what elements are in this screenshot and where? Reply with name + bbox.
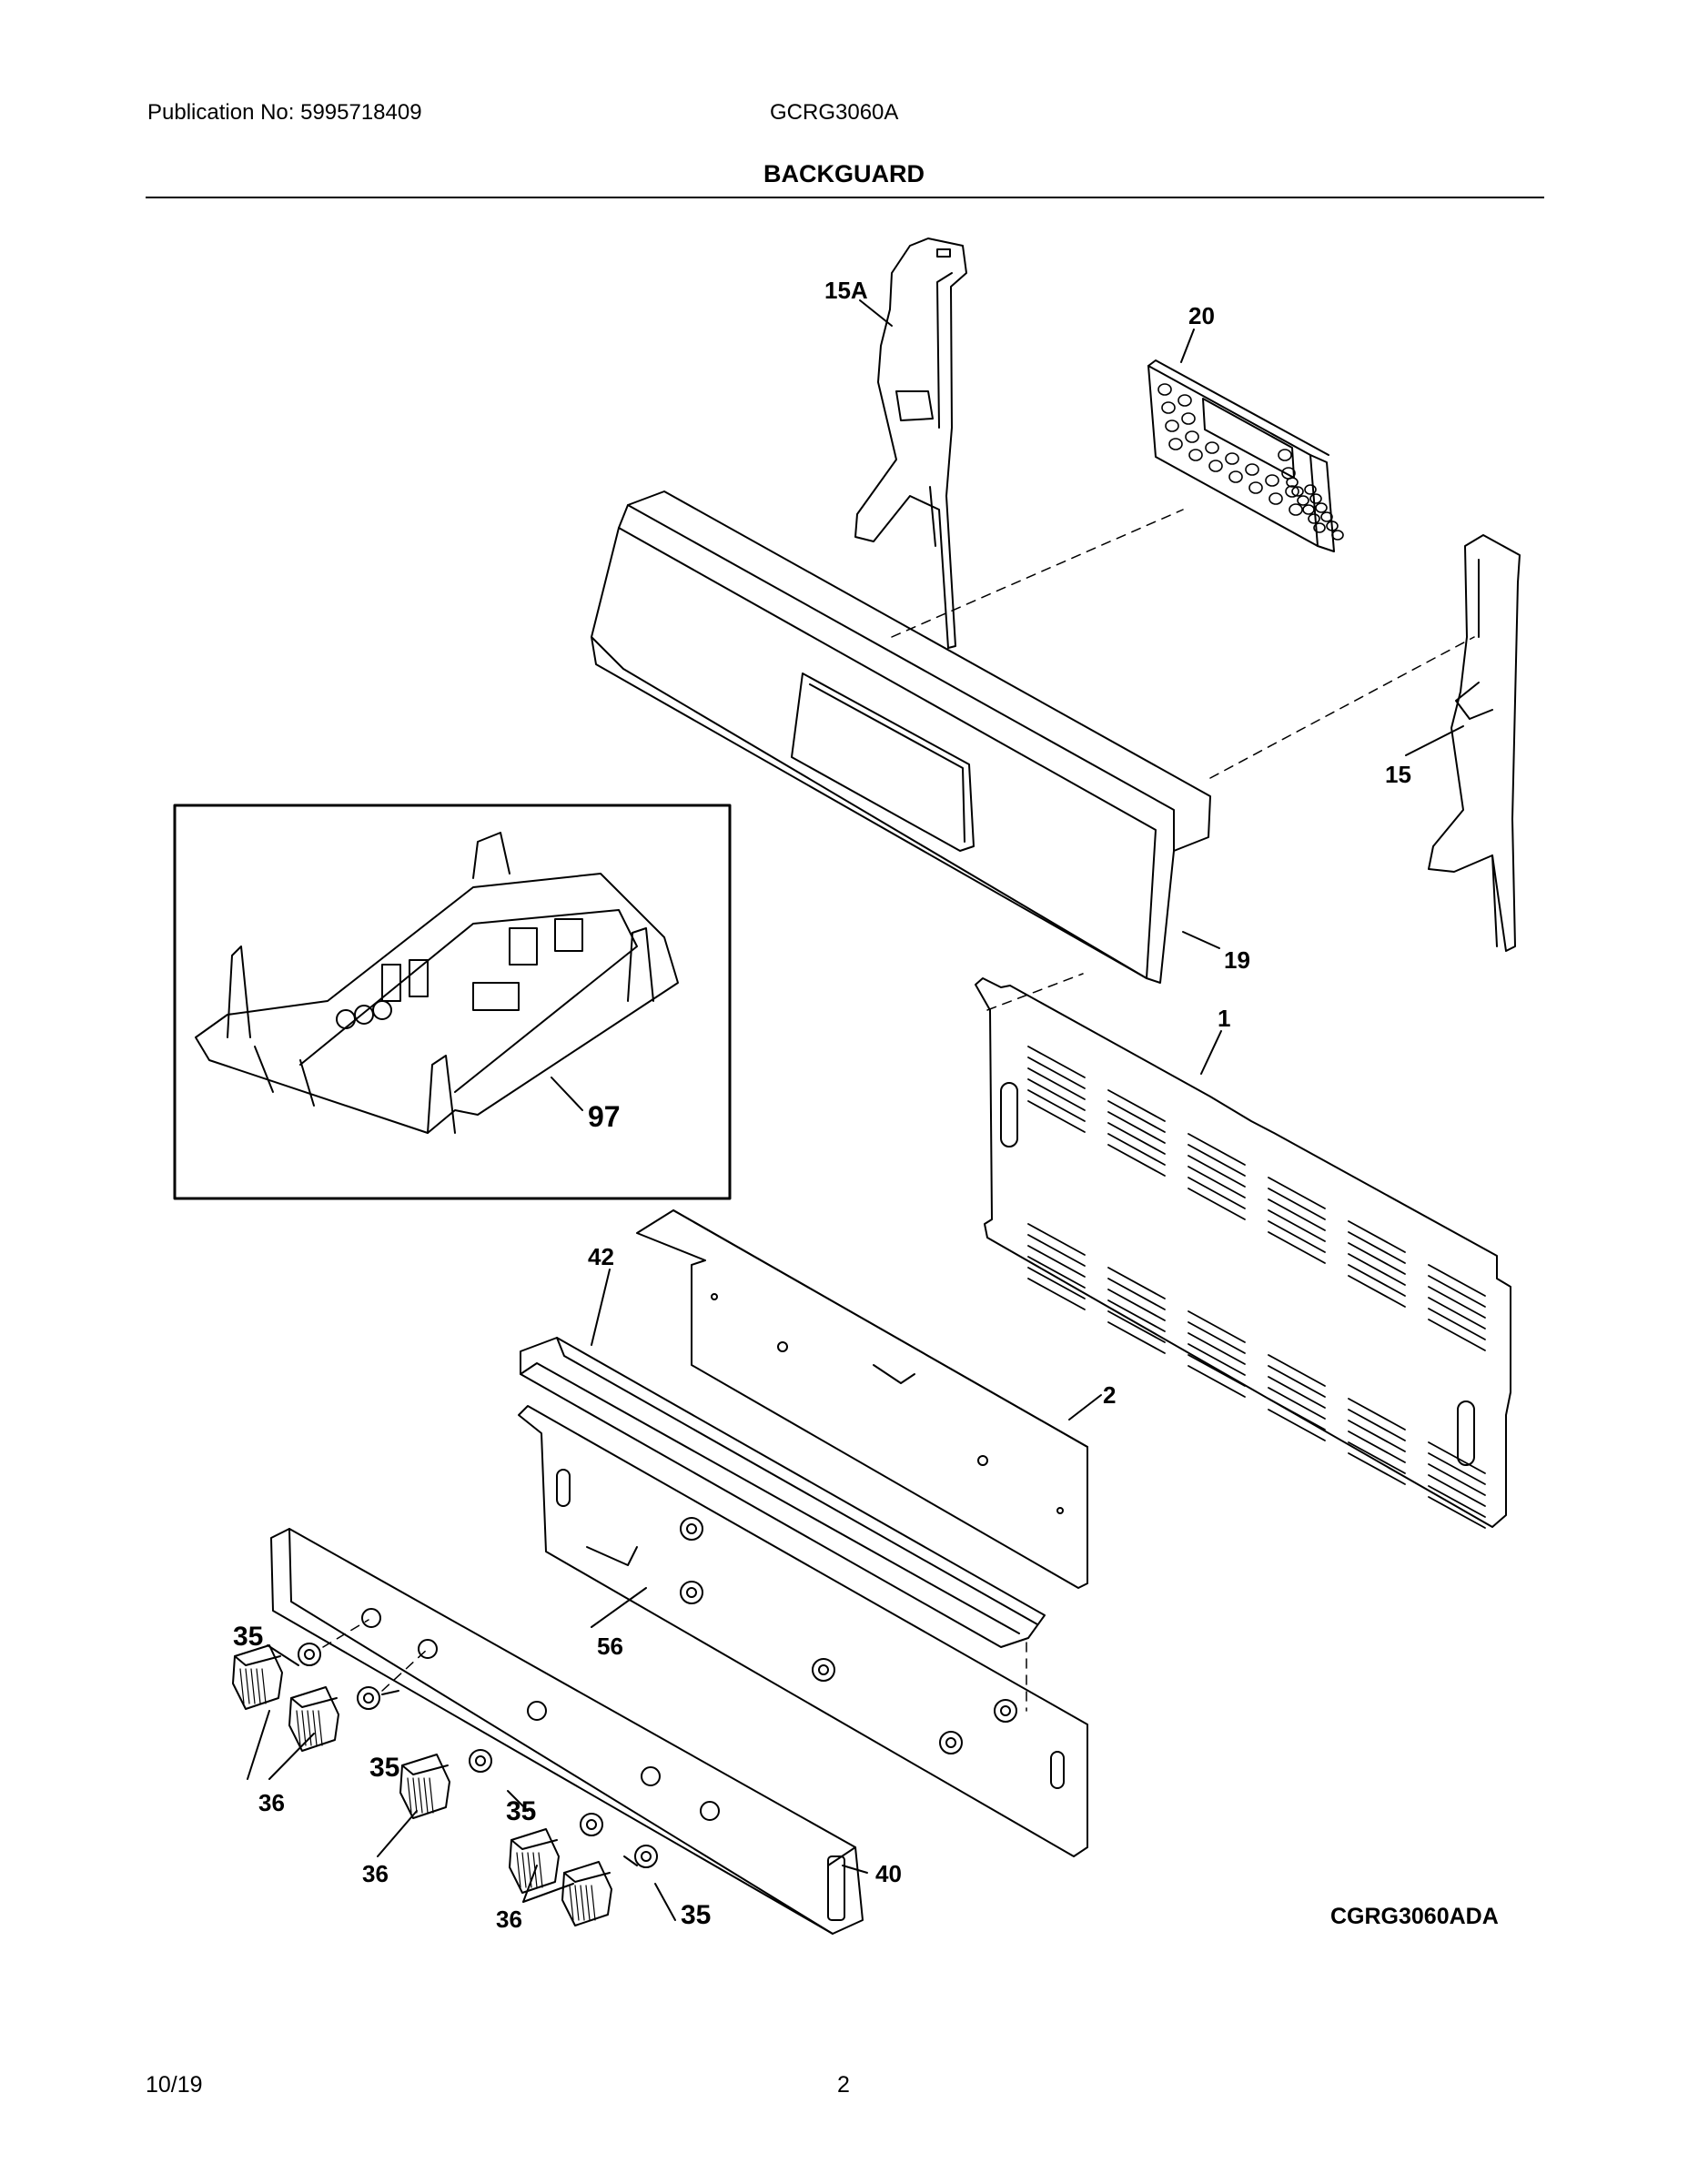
callout-35-c: 35 bbox=[506, 1796, 536, 1826]
revision-date: 10/19 bbox=[146, 2072, 203, 2098]
model-number: GCRG3060A bbox=[770, 100, 899, 125]
publication-number: Publication No: 5995718409 bbox=[147, 100, 422, 125]
part-40-manifold-panel bbox=[270, 1528, 864, 1935]
part-1-rear-panel bbox=[975, 977, 1511, 1529]
assembly-lines bbox=[322, 509, 1475, 1712]
callout-56: 56 bbox=[597, 1633, 623, 1660]
part-35-bezels bbox=[298, 1643, 658, 1868]
header-rule bbox=[146, 197, 1544, 198]
callout-36-b: 36 bbox=[362, 1860, 389, 1887]
part-19-control-panel bbox=[591, 490, 1211, 984]
callout-40: 40 bbox=[875, 1860, 902, 1887]
page-title: BACKGUARD bbox=[763, 160, 925, 187]
part-36-knobs bbox=[232, 1644, 612, 1926]
callout-42: 42 bbox=[588, 1243, 614, 1270]
part-15-right-bracket bbox=[1428, 534, 1521, 952]
part-2-heat-shield bbox=[636, 1209, 1088, 1589]
diagram-code: CGRG3060ADA bbox=[1330, 1904, 1499, 1929]
callout-35-b: 35 bbox=[369, 1753, 399, 1783]
part-20-electronic-control bbox=[1147, 359, 1344, 552]
callout-35-d: 35 bbox=[681, 1900, 711, 1930]
callout-2: 2 bbox=[1103, 1381, 1116, 1409]
callout-1: 1 bbox=[1218, 1005, 1230, 1032]
page-number: 2 bbox=[837, 2072, 850, 2098]
callout-20: 20 bbox=[1188, 302, 1215, 329]
callout-19: 19 bbox=[1224, 946, 1250, 974]
callout-15a: 15A bbox=[824, 277, 868, 304]
leader-lines bbox=[247, 299, 1464, 1921]
callout-36-a: 36 bbox=[258, 1789, 285, 1816]
callout-36-c: 36 bbox=[496, 1906, 522, 1933]
part-42-trim-channel bbox=[520, 1337, 1046, 1648]
callout-15: 15 bbox=[1385, 761, 1411, 788]
inset-part-97 bbox=[173, 804, 732, 1200]
callout-97: 97 bbox=[588, 1100, 621, 1133]
part-56-manifold-panel bbox=[518, 1405, 1088, 1857]
callout-35-a: 35 bbox=[233, 1622, 263, 1652]
part-15a-left-bracket bbox=[854, 238, 967, 649]
